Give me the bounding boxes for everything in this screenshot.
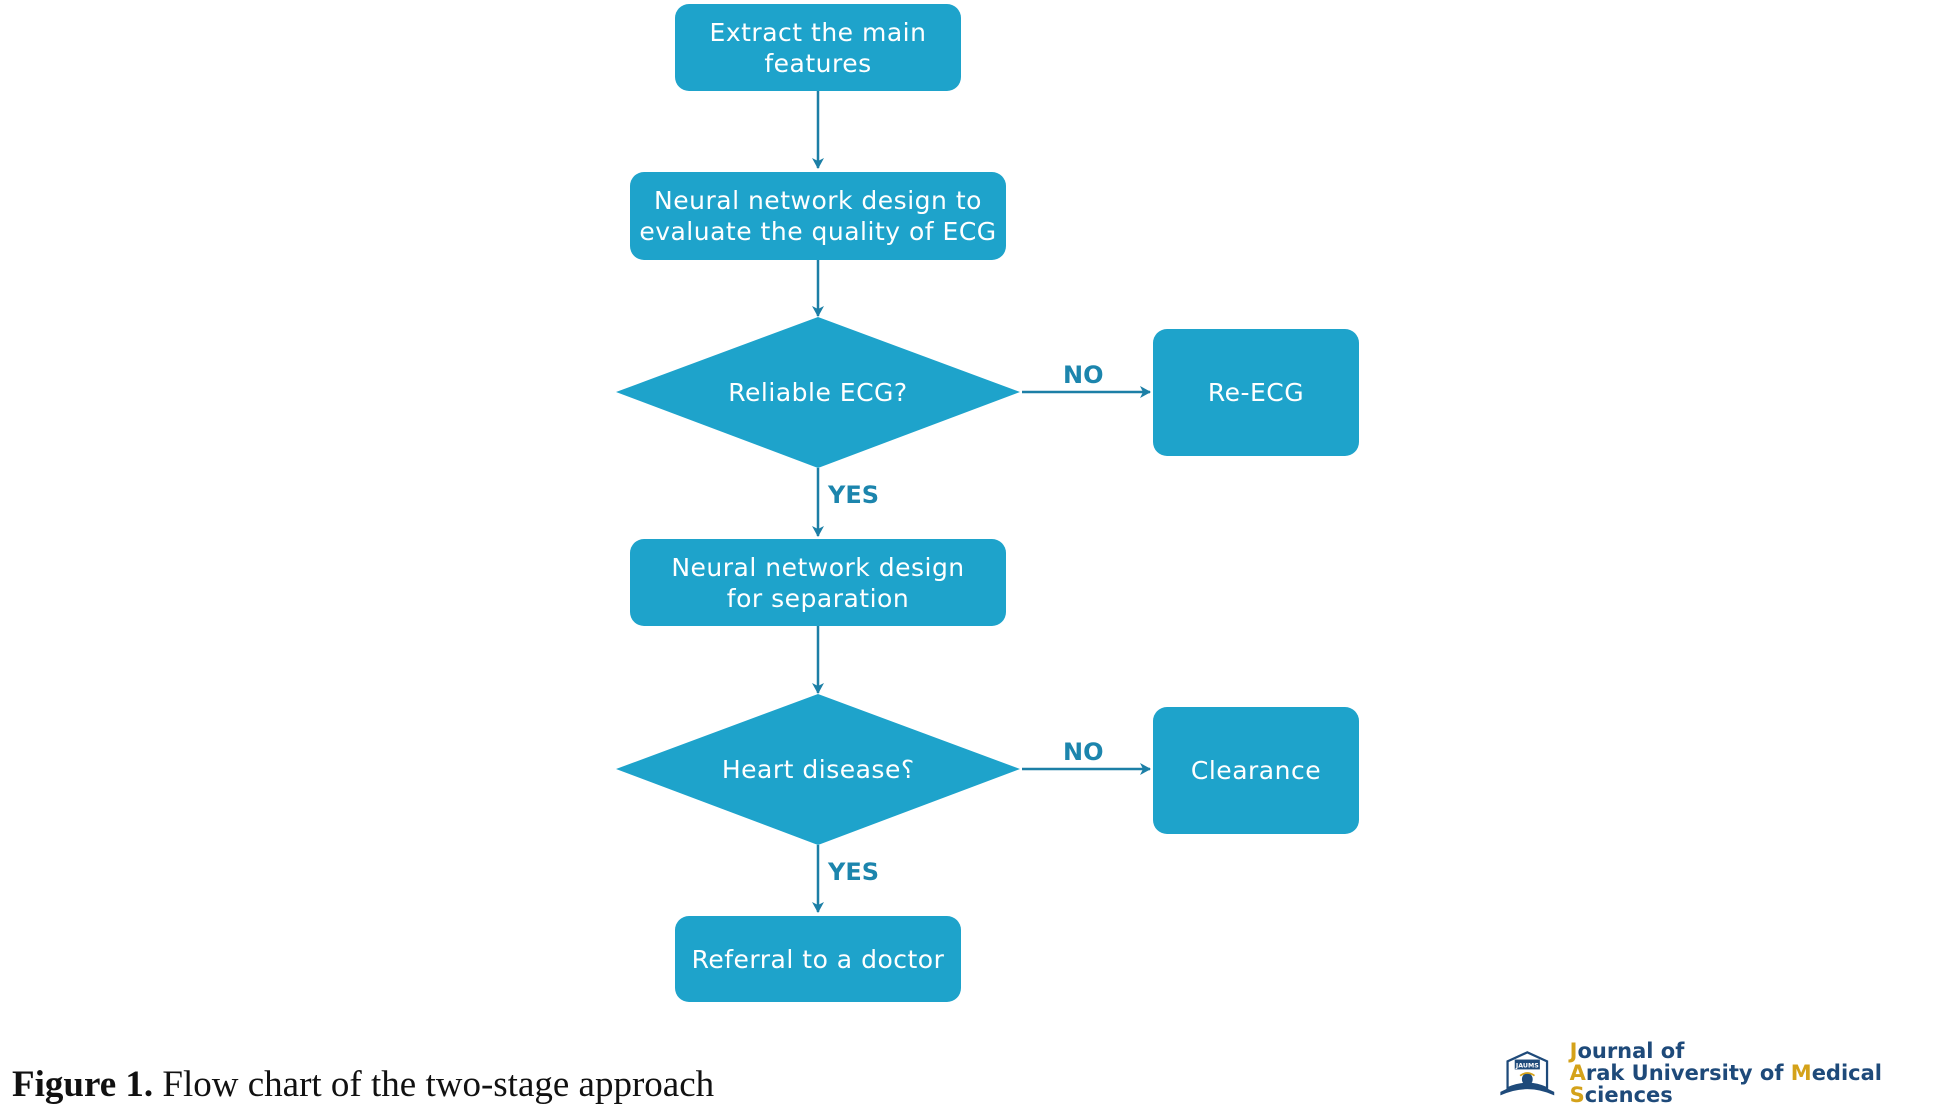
edge-label-no-heart: NO	[1063, 738, 1104, 766]
figure-caption-text: Flow chart of the two-stage approach	[153, 1064, 715, 1105]
journal-name: Journal of Arak University of Medical Sc…	[1570, 1040, 1949, 1106]
emblem-lettering: JAUMS	[1515, 1063, 1539, 1070]
decision-label-heart: Heart disease؟	[721, 754, 915, 784]
edge-label-yes-reliable: YES	[828, 481, 880, 509]
node-nn-separation: Neural network design for separation	[630, 539, 1006, 626]
journal-name-line2: Arak University of Medical Sciences	[1569, 1061, 1882, 1107]
figure-caption: Figure 1. Flow chart of the two-stage ap…	[12, 1063, 714, 1106]
journal-logo: JAUMS Journal of Arak University of Medi…	[1495, 1040, 1949, 1106]
node-referral: Referral to a doctor	[675, 916, 961, 1002]
node-nn-quality: Neural network design to evaluate the qu…	[630, 172, 1006, 260]
journal-name-line1: Journal of	[1569, 1039, 1685, 1063]
edge-label-yes-heart: YES	[828, 858, 880, 886]
decision-label-reliable: Reliable ECG?	[728, 377, 908, 407]
journal-emblem-icon: JAUMS	[1500, 1051, 1555, 1096]
figure-caption-label: Figure 1.	[12, 1064, 154, 1105]
edge-label-no-reliable: NO	[1063, 361, 1104, 389]
decision-diamond-reliable	[616, 317, 1020, 468]
node-re-ecg: Re-ECG	[1153, 329, 1359, 456]
decision-diamond-heart	[616, 694, 1020, 845]
node-clearance: Clearance	[1153, 707, 1359, 834]
node-extract-features: Extract the main features	[675, 4, 961, 91]
